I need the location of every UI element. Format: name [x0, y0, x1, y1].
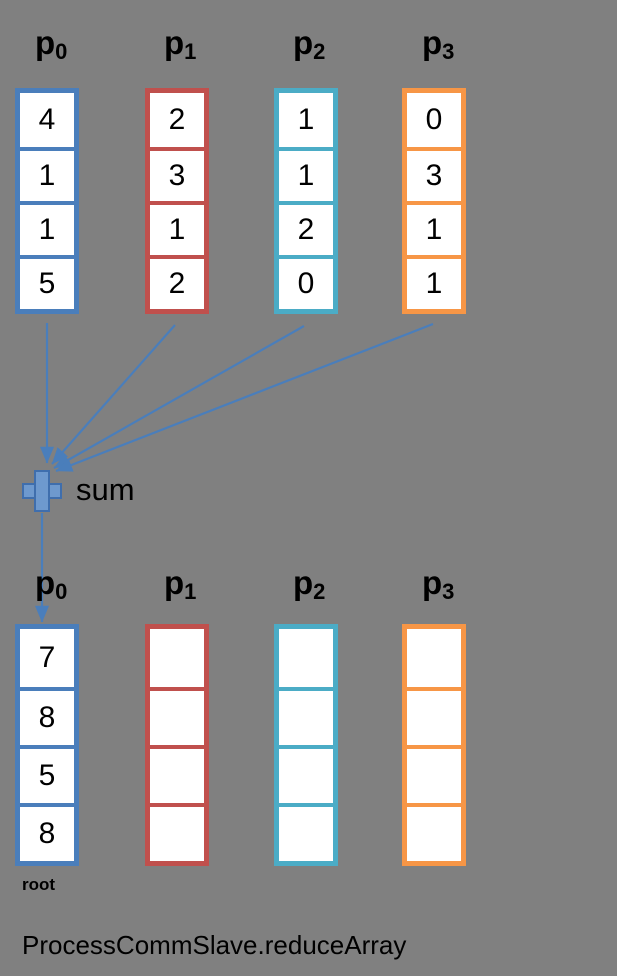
output-label-p1-name: p: [164, 564, 185, 601]
array-cell: [279, 745, 333, 803]
array-cell: 1: [20, 201, 74, 255]
array-cell: [407, 687, 461, 745]
cell-value: 5: [38, 267, 56, 300]
cell-value: 1: [297, 103, 315, 136]
input-label-p2: p2: [293, 24, 325, 63]
input-array-p0: 4 1 1 5: [15, 88, 79, 314]
cell-value: 0: [425, 103, 443, 136]
input-label-p3: p3: [422, 24, 454, 63]
arrow-p2-to-sum: [53, 325, 305, 469]
input-label-p1-name: p: [164, 24, 185, 61]
array-cell: 2: [150, 255, 204, 309]
output-array-p3: [402, 624, 466, 866]
cell-value: 3: [425, 159, 443, 192]
cell-value: 8: [38, 701, 56, 734]
array-cell: 4: [20, 93, 74, 147]
array-cell: [150, 745, 204, 803]
diagram-caption: ProcessCommSlave.reduceArray: [22, 930, 407, 960]
input-label-p1-index: 1: [184, 39, 197, 64]
input-array-p1: 2 3 1 2: [145, 88, 209, 314]
cell-value: 0: [297, 267, 315, 300]
input-label-p0-index: 0: [55, 39, 68, 64]
array-cell: 1: [279, 93, 333, 147]
output-label-p2-name: p: [293, 564, 314, 601]
array-cell: [150, 803, 204, 861]
output-label-p2: p2: [293, 564, 325, 603]
root-label: root: [22, 875, 56, 894]
output-label-p3-index: 3: [442, 579, 455, 604]
array-cell: 0: [279, 255, 333, 309]
plus-icon: [22, 470, 62, 512]
cell-value: 2: [297, 213, 315, 246]
output-label-p3: p3: [422, 564, 454, 603]
input-label-p3-index: 3: [442, 39, 455, 64]
array-cell: [279, 687, 333, 745]
cell-value: 1: [38, 213, 56, 246]
array-cell: [150, 629, 204, 687]
sum-operator-label: sum: [76, 472, 135, 507]
cell-value: 2: [168, 267, 186, 300]
cell-value: 8: [38, 817, 56, 850]
output-array-p0: 7 8 5 8: [15, 624, 79, 866]
array-cell: 3: [150, 147, 204, 201]
input-array-p2: 1 1 2 0: [274, 88, 338, 314]
output-label-p1-index: 1: [184, 579, 197, 604]
array-cell: 5: [20, 745, 74, 803]
cell-value: 1: [168, 213, 186, 246]
array-cell: [279, 803, 333, 861]
array-cell: 2: [279, 201, 333, 255]
output-label-p0-name: p: [35, 564, 56, 601]
output-label-p2-index: 2: [313, 579, 326, 604]
array-cell: 1: [150, 201, 204, 255]
input-label-p3-name: p: [422, 24, 443, 61]
input-label-p2-name: p: [293, 24, 314, 61]
output-label-p1: p1: [164, 564, 196, 603]
array-cell: 0: [407, 93, 461, 147]
arrow-p1-to-sum: [51, 324, 176, 465]
array-cell: [407, 745, 461, 803]
cell-value: 1: [38, 159, 56, 192]
arrow-p3-to-sum: [55, 322, 434, 473]
array-cell: 7: [20, 629, 74, 687]
array-cell: 2: [150, 93, 204, 147]
output-label-p3-name: p: [422, 564, 443, 601]
array-cell: 8: [20, 687, 74, 745]
array-cell: 1: [279, 147, 333, 201]
cell-value: 5: [38, 759, 56, 792]
cell-value: 1: [425, 213, 443, 246]
output-label-p0-index: 0: [55, 579, 68, 604]
array-cell: 5: [20, 255, 74, 309]
array-cell: 8: [20, 803, 74, 861]
input-label-p1: p1: [164, 24, 196, 63]
cell-value: 4: [38, 103, 56, 136]
input-label-p0: p0: [35, 24, 67, 63]
array-cell: 1: [407, 201, 461, 255]
array-cell: 1: [407, 255, 461, 309]
output-array-p2: [274, 624, 338, 866]
array-cell: 1: [20, 147, 74, 201]
array-cell: [279, 629, 333, 687]
input-array-p3: 0 3 1 1: [402, 88, 466, 314]
cell-value: 3: [168, 159, 186, 192]
cell-value: 2: [168, 103, 186, 136]
input-label-p0-name: p: [35, 24, 56, 61]
array-cell: [407, 629, 461, 687]
input-label-p2-index: 2: [313, 39, 326, 64]
cell-value: 1: [297, 159, 315, 192]
array-cell: 3: [407, 147, 461, 201]
cell-value: 1: [425, 267, 443, 300]
array-cell: [407, 803, 461, 861]
output-label-p0: p0: [35, 564, 67, 603]
output-array-p1: [145, 624, 209, 866]
array-cell: [150, 687, 204, 745]
plus-icon-center: [36, 485, 48, 497]
cell-value: 7: [38, 641, 56, 674]
